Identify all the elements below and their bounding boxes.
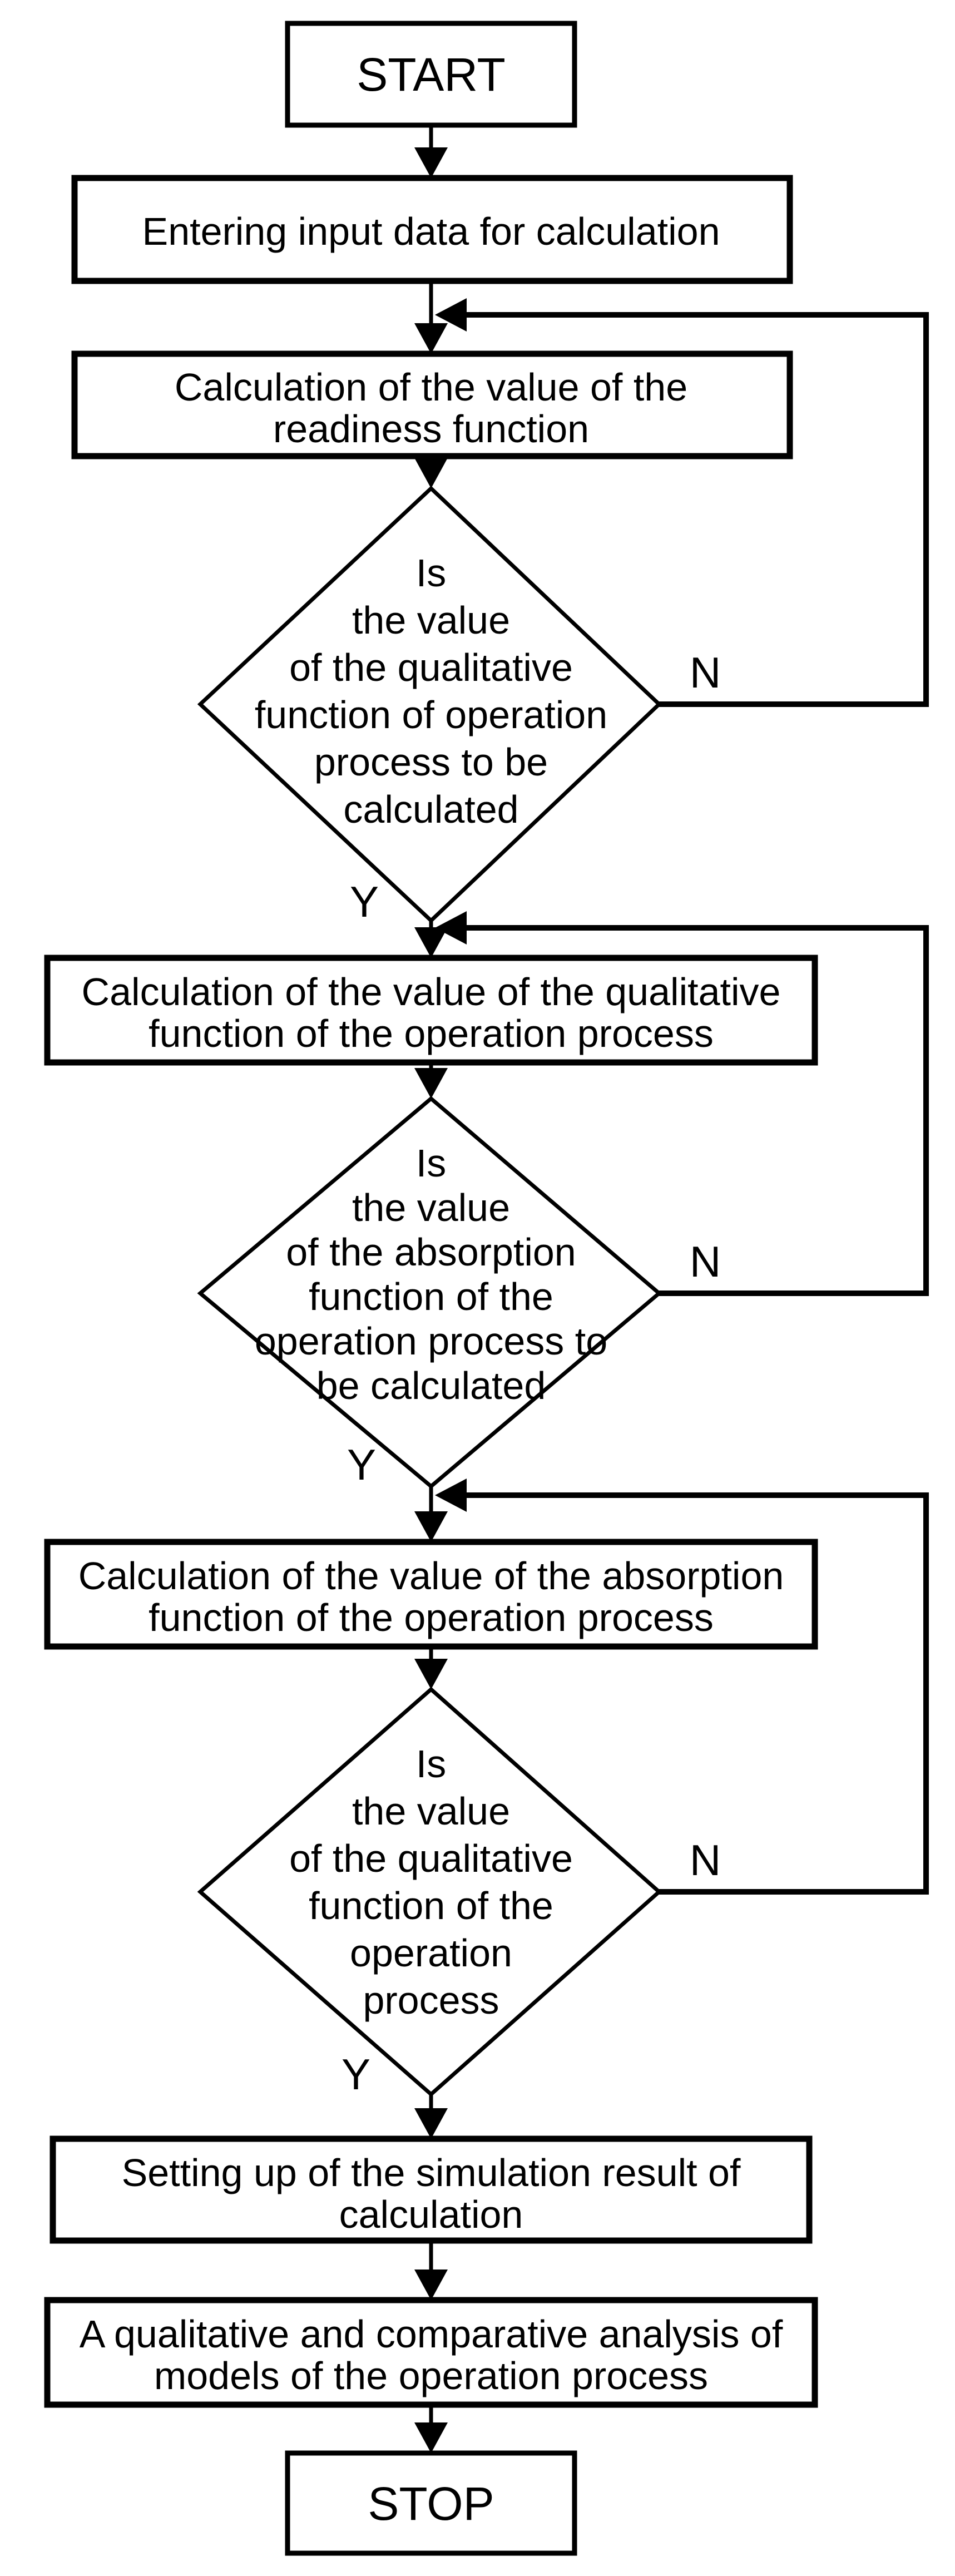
- result-label-line1: Setting up of the simulation result of: [122, 2151, 741, 2194]
- analysis-node: [44, 2297, 818, 2408]
- input-node: [71, 175, 793, 284]
- decision2-line6: be calculated: [316, 1364, 546, 1407]
- readiness-node: [71, 350, 793, 459]
- decision3-line4: function of the: [309, 1884, 553, 1927]
- loop-line-1: [462, 312, 929, 707]
- flow-arrowhead-qualitative: [414, 927, 448, 958]
- stop-node: [285, 2450, 577, 2556]
- qualitative-label-line2: function of the operation process: [149, 1012, 714, 1055]
- flow-arrowhead-result: [414, 2108, 448, 2139]
- flow-arrowhead-decision2: [414, 1068, 448, 1099]
- decision1-line6: calculated: [343, 788, 518, 831]
- yes-label-3: Y: [342, 2050, 370, 2099]
- decision3-line2: the value: [352, 1789, 510, 1833]
- decision-diamond-3: [197, 1687, 662, 2097]
- analysis-label-line2: models of the operation process: [154, 2354, 708, 2397]
- result-label-line2: calculation: [339, 2193, 523, 2236]
- decision-diamond-1: [197, 486, 662, 923]
- decision3-line5: operation: [350, 1931, 512, 1975]
- decision1-line1: Is: [416, 551, 446, 595]
- decision3-line1: Is: [416, 1742, 446, 1786]
- readiness-label-line1: Calculation of the value of the: [175, 365, 687, 409]
- flow-arrowhead-readiness: [414, 323, 448, 354]
- absorption-label-line1: Calculation of the value of the absorpti…: [78, 1554, 784, 1598]
- decision1-line4: function of operation: [255, 693, 607, 736]
- no-label-1: N: [690, 648, 721, 697]
- flow-arrowhead-analysis: [414, 2270, 448, 2300]
- loop-line-3: [462, 1492, 929, 1895]
- qualitative-node: [44, 955, 818, 1066]
- no-label-2: N: [690, 1237, 721, 1286]
- flow-arrowhead-input: [414, 147, 448, 178]
- no-label-3: N: [690, 1836, 721, 1885]
- start-node: [285, 21, 577, 128]
- result-node: [50, 2135, 813, 2244]
- decision2-line5: operation process to: [255, 1319, 607, 1363]
- flow-arrowhead-stop: [414, 2422, 448, 2453]
- absorption-node: [44, 1539, 818, 1650]
- flow-arrowhead-decision3: [414, 1659, 448, 1689]
- decision2-line2: the value: [352, 1186, 510, 1229]
- loop-arrowhead-3: [435, 1479, 467, 1512]
- decision1-line3: of the qualitative: [289, 646, 573, 689]
- input-label: Entering input data for calculation: [142, 210, 720, 253]
- readiness-label-line2: readiness function: [273, 407, 589, 451]
- yes-label-1: Y: [350, 877, 379, 926]
- decision-diamond-2: [197, 1096, 662, 1489]
- stop-label: STOP: [368, 2478, 494, 2530]
- analysis-label-line1: A qualitative and comparative analysis o…: [80, 2312, 783, 2356]
- decision1-line5: process to be: [314, 740, 548, 784]
- yes-label-2: Y: [347, 1440, 376, 1489]
- decision2-line1: Is: [416, 1141, 446, 1185]
- loop-arrowhead-2: [435, 911, 467, 945]
- absorption-label-line2: function of the operation process: [149, 1596, 714, 1639]
- decision3-line6: process: [363, 1979, 499, 2022]
- start-label: START: [357, 48, 506, 101]
- decision3-line3: of the qualitative: [289, 1837, 573, 1880]
- loop-line-2: [462, 925, 929, 1296]
- loop-arrowhead-1: [435, 298, 467, 332]
- flow-arrowhead-decision1: [414, 458, 448, 488]
- qualitative-label-line1: Calculation of the value of the qualitat…: [82, 970, 781, 1013]
- decision2-line4: function of the: [309, 1275, 553, 1318]
- decision1-line2: the value: [352, 599, 510, 642]
- flow-arrowhead-absorption: [414, 1511, 448, 1542]
- decision2-line3: of the absorption: [286, 1230, 576, 1274]
